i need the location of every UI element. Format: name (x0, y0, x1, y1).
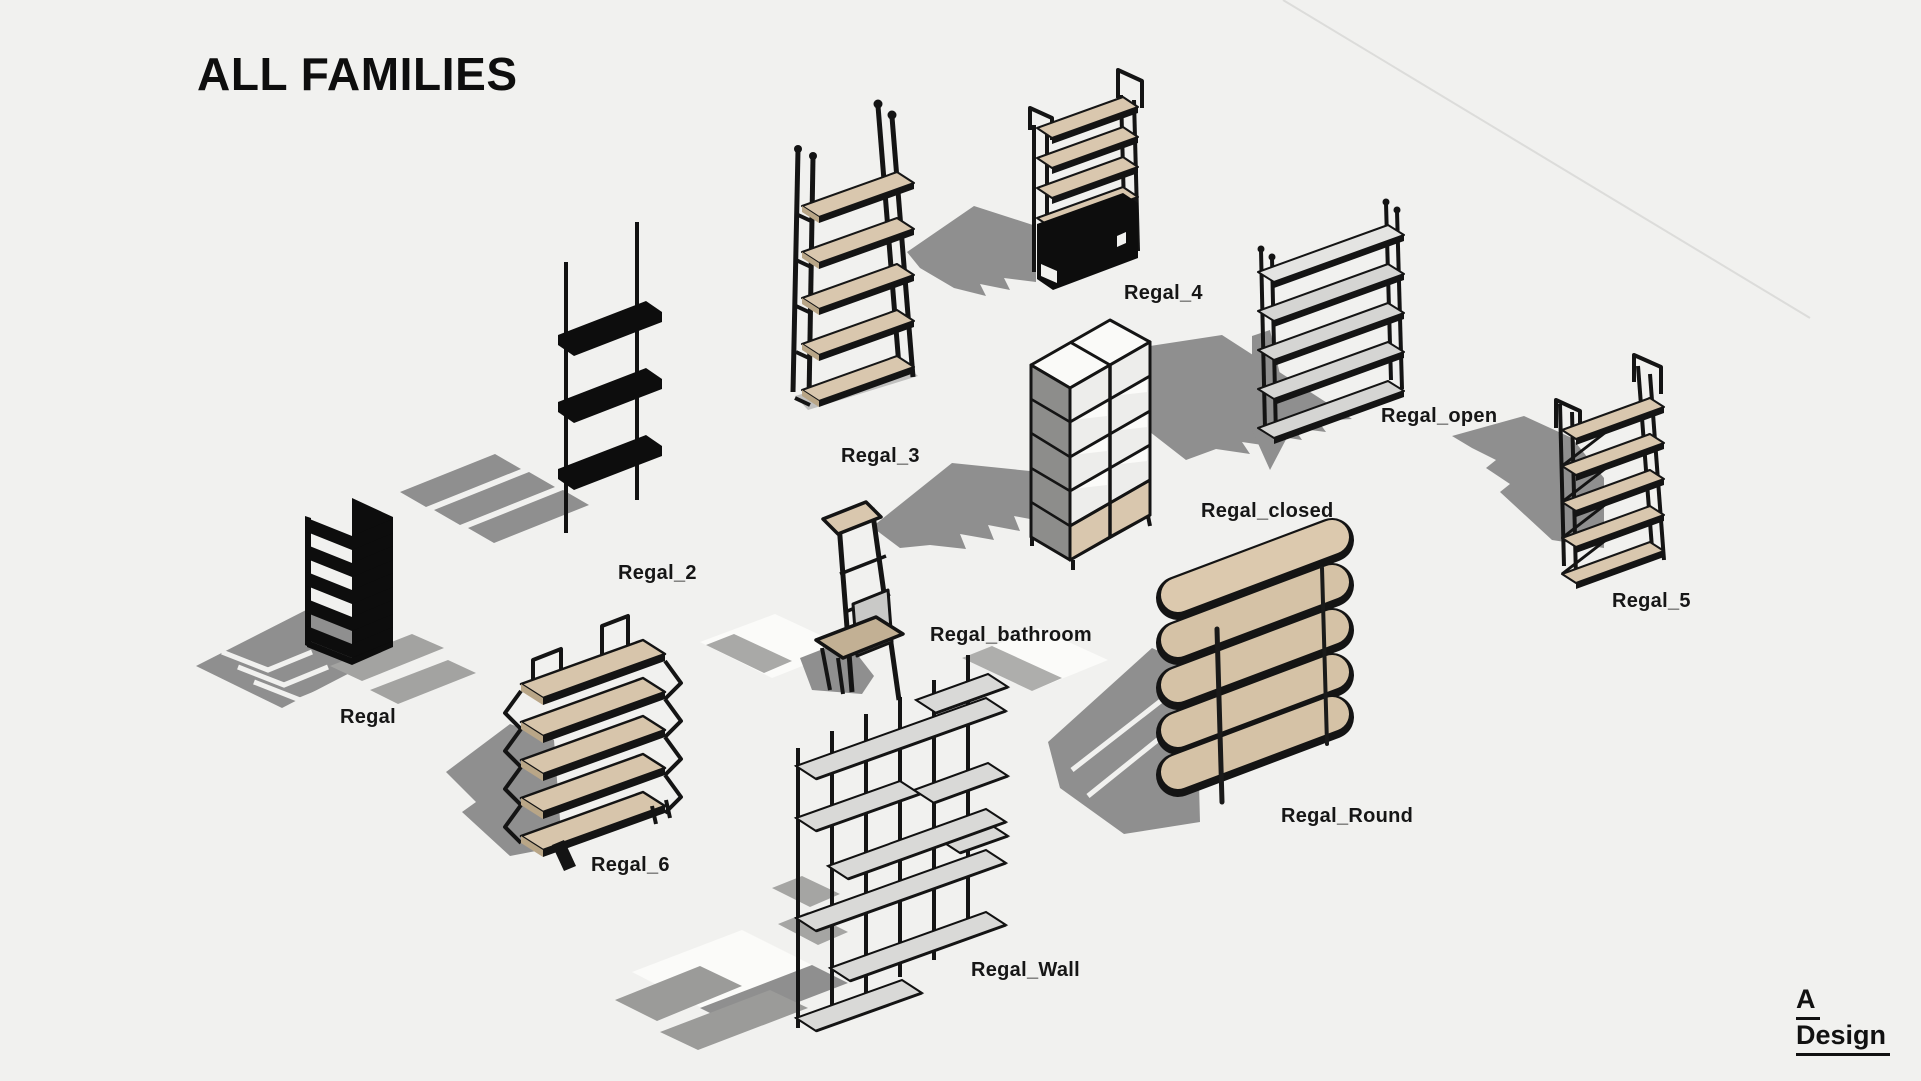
family-label-regal-2: Regal_2 (618, 562, 697, 584)
family-label-regal-6: Regal_6 (591, 854, 670, 876)
page-title: ALL FAMILIES (197, 47, 518, 100)
furniture-regal-open (1257, 198, 1405, 444)
brand-logo: A Design (1796, 984, 1891, 1056)
family-label-regal-round: Regal_Round (1281, 805, 1414, 827)
furniture-regal (305, 498, 393, 665)
furniture-regal-5 (1554, 353, 1666, 589)
furniture-regal-wall (793, 655, 1011, 1033)
family-label-regal-wall: Regal_Wall (971, 959, 1080, 981)
furniture-regal-4 (1028, 68, 1144, 290)
furniture-regal-round (1156, 518, 1354, 805)
family-label-regal-closed: Regal_closed (1201, 500, 1334, 522)
family-label-regal: Regal (340, 706, 396, 728)
family-label-regal-5: Regal_5 (1612, 590, 1691, 612)
furniture-regal-closed (1029, 318, 1152, 570)
furniture-regal-6 (503, 614, 683, 871)
furniture-regal-2 (558, 222, 662, 533)
brand-logo-line1: A (1796, 984, 1820, 1020)
floor-edge-line (1282, 0, 1811, 319)
furniture-regal-bathroom (814, 500, 905, 701)
family-label-regal-4: Regal_4 (1124, 282, 1203, 304)
brand-logo-line2: Design (1796, 1020, 1891, 1056)
family-label-regal-3: Regal_3 (841, 445, 920, 467)
furniture-regal-3 (790, 99, 916, 407)
family-label-regal-open: Regal_open (1381, 405, 1498, 427)
family-label-regal-bathroom: Regal_bathroom (930, 624, 1093, 646)
